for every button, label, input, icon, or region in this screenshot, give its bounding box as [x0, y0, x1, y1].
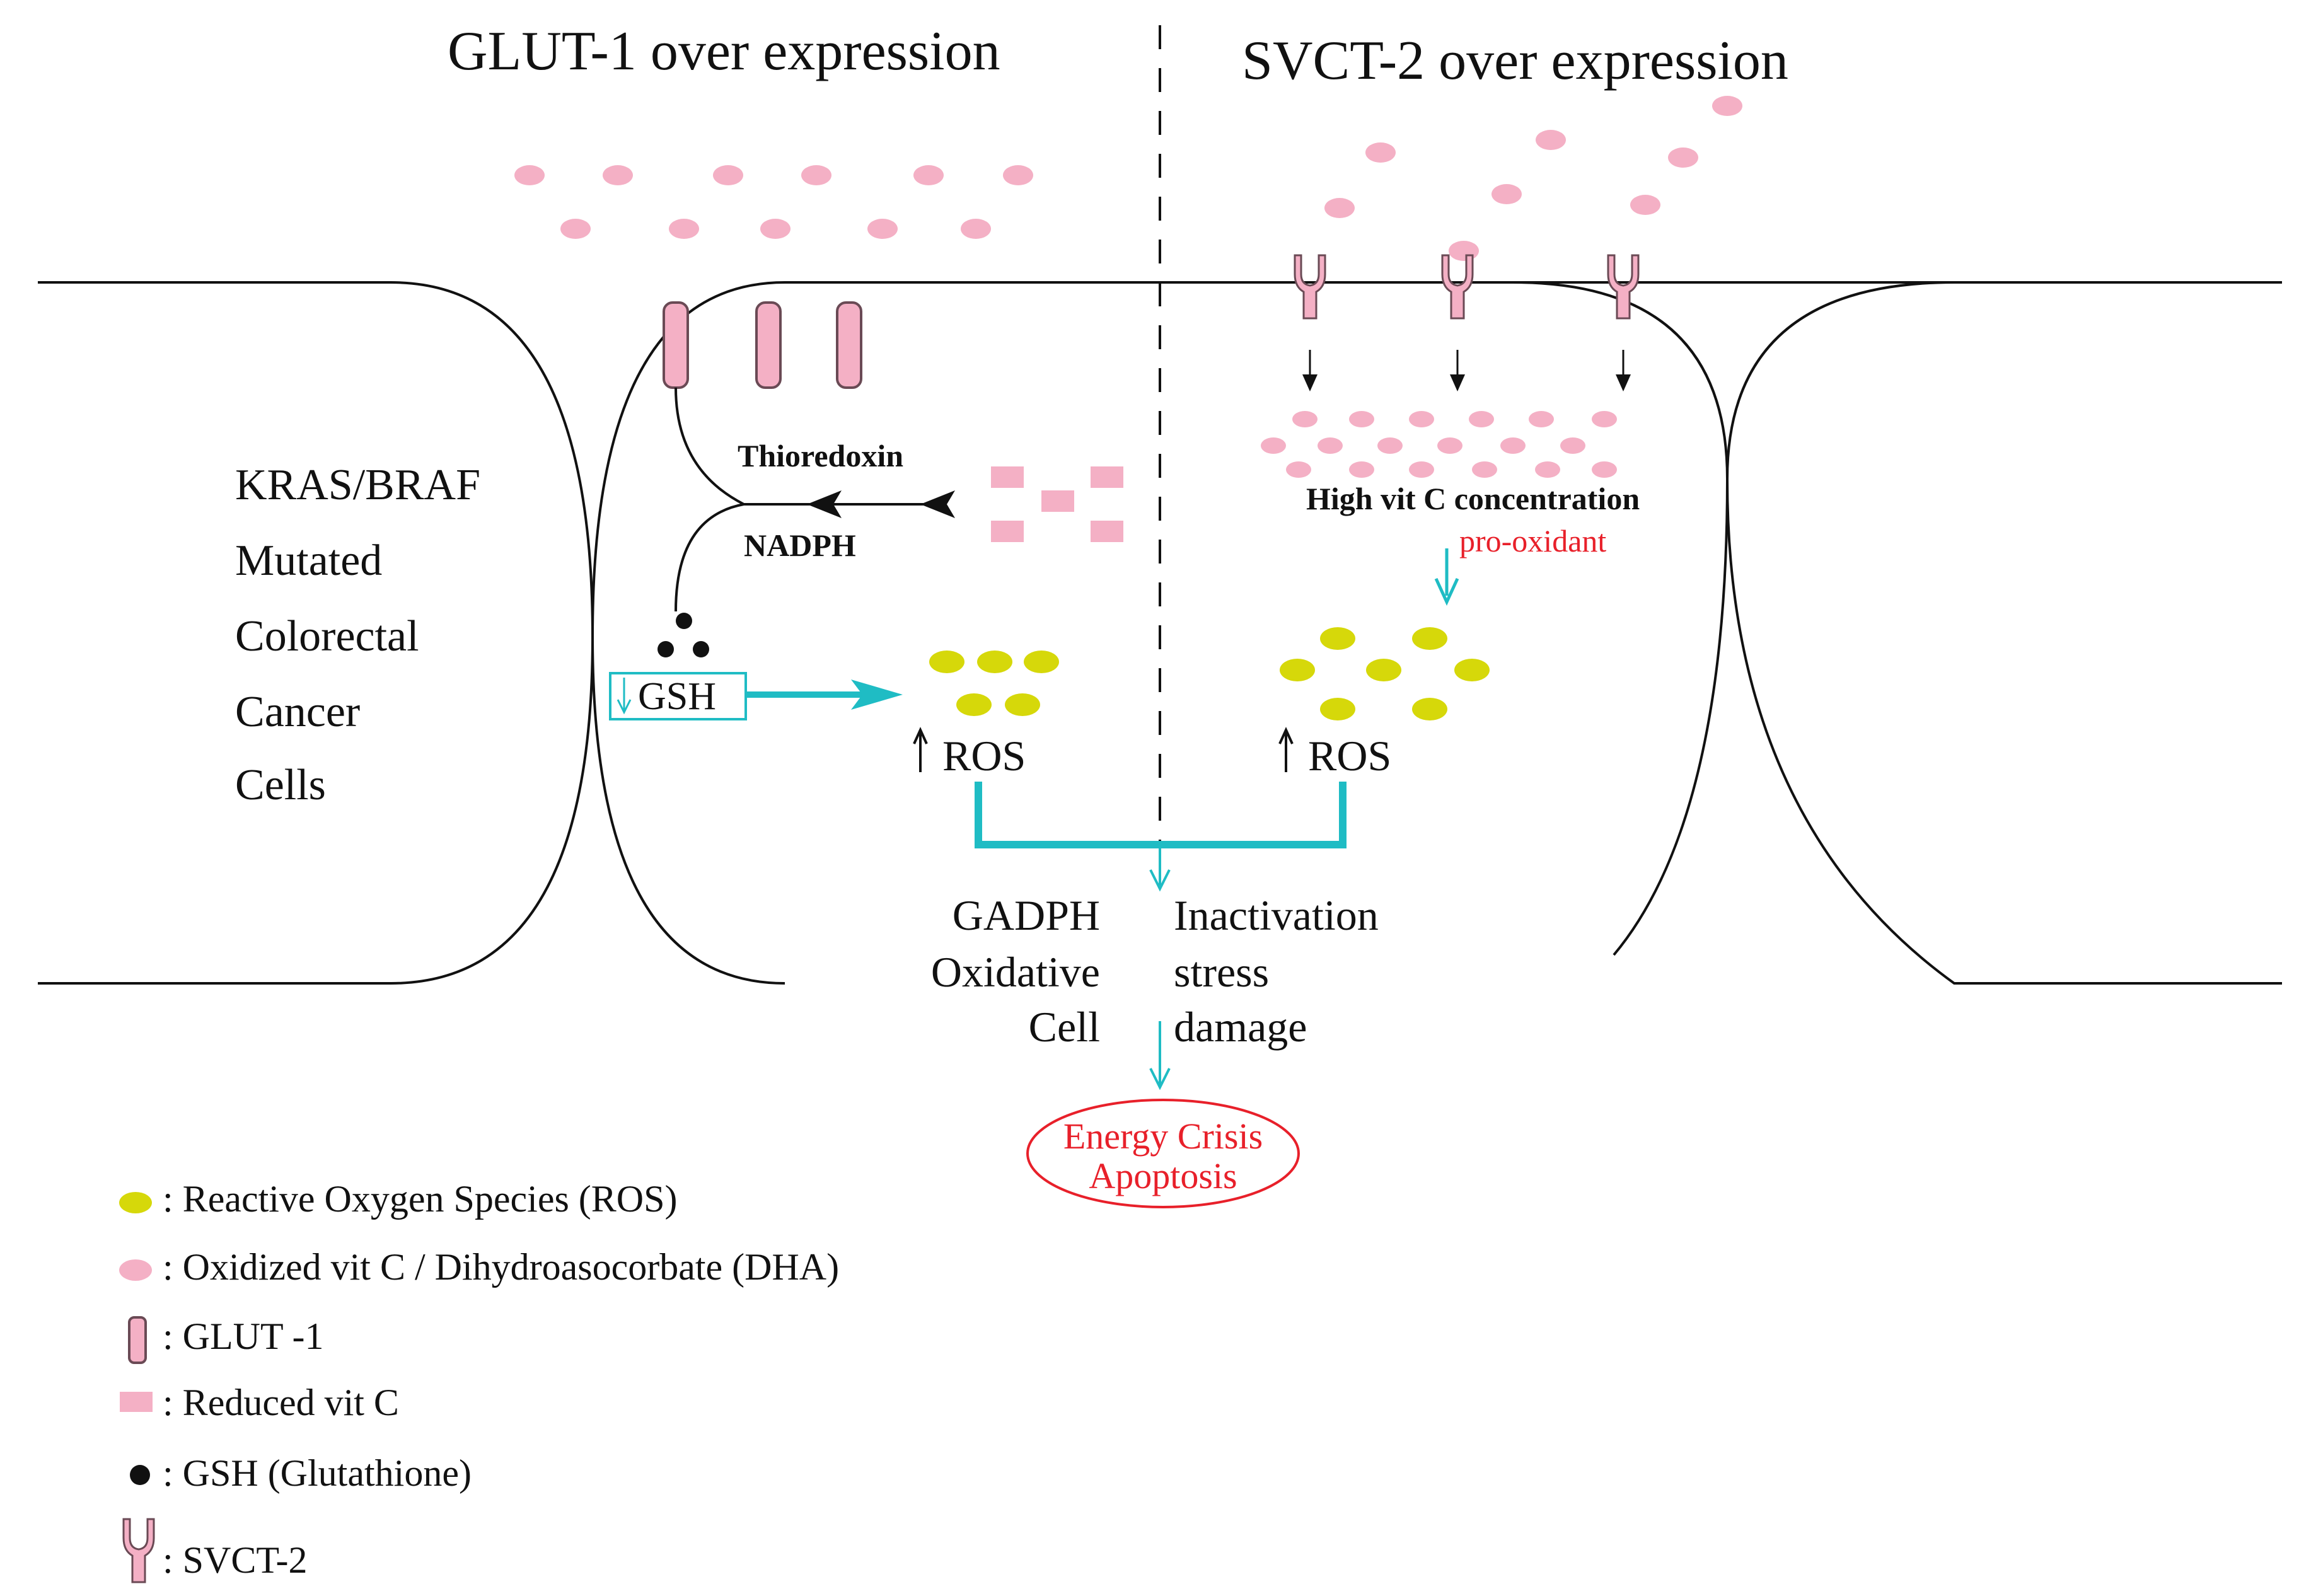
ros-right-label: ROS: [1308, 732, 1391, 780]
gsh-box-label: GSH: [638, 675, 716, 718]
legend-ros-label: : Reactive Oxygen Species (ROS): [163, 1178, 677, 1220]
cell-description-line: Cells: [235, 761, 326, 809]
center-cell-left-edge: [591, 281, 785, 985]
damage-label: damage: [1174, 1003, 1307, 1051]
gadph-label: GADPH: [953, 891, 1100, 939]
legend-dha-label: : Oxidized vit C / Dihydroasocorbate (DH…: [163, 1246, 839, 1288]
svct2-receptor: [1294, 254, 1326, 320]
high-vit-c-label: High vit C concentration: [1306, 481, 1640, 516]
legend-svct2-swatch: [122, 1518, 155, 1583]
dha-cluster-left: [514, 165, 1033, 239]
thioredoxin-label: Thioredoxin: [738, 438, 903, 473]
nadph-label: NADPH: [744, 528, 856, 563]
energy-crisis-ellipse: [1026, 1099, 1300, 1208]
legend-gsh-swatch: [130, 1465, 150, 1485]
legend: : Reactive Oxygen Species (ROS) : Oxidiz…: [119, 1178, 839, 1583]
glut1-transporter: [663, 301, 689, 389]
glut1-transporter: [836, 301, 862, 389]
center-cell-right-edge: [1512, 281, 1729, 956]
legend-reduced-vitc-label: : Reduced vit C: [163, 1382, 399, 1423]
pro-oxidant-arrow: [1434, 548, 1459, 606]
damage-down-arrow: [1149, 1021, 1171, 1090]
title-glut1: GLUT-1 over expression: [448, 21, 1000, 82]
right-cell-membrane: [1725, 281, 2282, 985]
legend-gsh-label: : GSH (Glutathione): [163, 1452, 472, 1494]
cell-description-line: Colorectal: [235, 612, 419, 661]
apoptosis-label: Apoptosis: [1089, 1155, 1237, 1196]
pro-oxidant-label: pro-oxidant: [1459, 523, 1606, 558]
cell-description: KRAS/BRAF Mutated Colorectal Cancer Cell…: [235, 461, 480, 809]
glut1-transporter: [755, 301, 782, 389]
gsh-down-arrow: [617, 678, 632, 715]
legend-glut1-swatch: [128, 1316, 147, 1364]
legend-ros-swatch: [119, 1192, 152, 1213]
thioredoxin-pathway: [675, 387, 946, 612]
legend-glut1-label: : GLUT -1: [163, 1316, 324, 1357]
svct2-down-arrows: [1302, 350, 1631, 391]
ros-up-arrow-left: [913, 727, 928, 772]
dha-intracellular-cluster: [1261, 411, 1617, 478]
inactivation-label: Inactivation: [1174, 891, 1379, 939]
svct2-receptor: [1607, 254, 1640, 320]
cell-description-line: Mutated: [235, 536, 382, 585]
reduced-vitc-cluster: [991, 466, 1123, 542]
svct2-receptors: [1294, 254, 1640, 320]
legend-svct2-label: : SVCT-2: [163, 1539, 308, 1581]
thioredoxin-arrowhead-2: [920, 490, 955, 518]
oxidative-label: Oxidative: [931, 948, 1100, 996]
cell-description-line: KRAS/BRAF: [235, 461, 480, 509]
title-svct2: SVCT-2 over expression: [1242, 30, 1788, 91]
dha-cluster-right: [1324, 96, 1742, 261]
stress-label: stress: [1174, 948, 1269, 996]
ros-left-label: ROS: [942, 732, 1026, 780]
legend-dha-swatch: [119, 1259, 152, 1281]
cell-description-line: Cancer: [235, 688, 360, 736]
gsh-molecules: [657, 613, 709, 657]
legend-reduced-vitc-swatch: [120, 1392, 153, 1412]
glut1-transporters: [663, 301, 862, 389]
svct2-receptor: [1441, 254, 1474, 320]
cell-label: Cell: [1029, 1003, 1100, 1051]
ros-cluster-left: [929, 651, 1059, 716]
bracket-down-arrow: [1149, 845, 1171, 892]
ros-cluster-right: [1280, 627, 1490, 720]
energy-crisis-label: Energy Crisis: [1063, 1116, 1263, 1157]
gsh-to-ros-arrowhead: [851, 679, 903, 710]
thioredoxin-arrowhead-1: [807, 490, 842, 518]
ros-up-arrow-right: [1278, 727, 1294, 772]
